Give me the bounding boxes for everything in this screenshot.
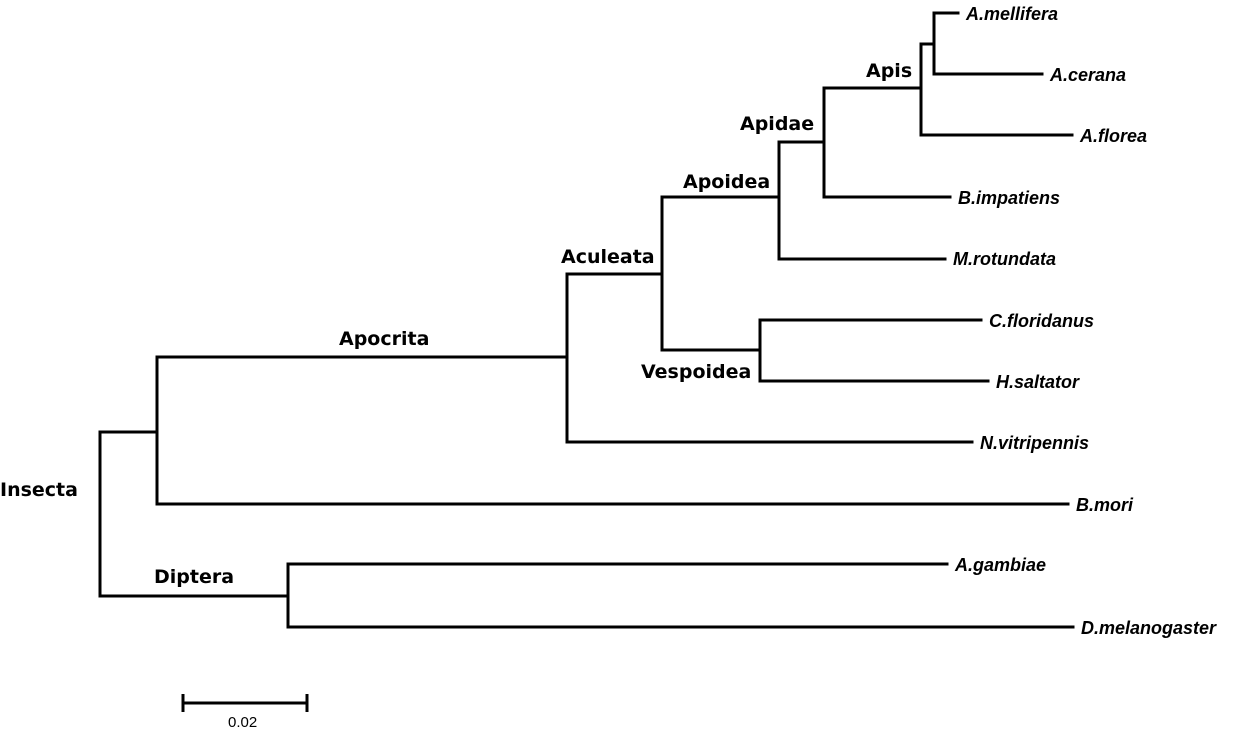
- branch-node-hymenoptera-lepidoptera: [155, 355, 1070, 506]
- branch-mellifera-cerana: [932, 11, 1044, 76]
- taxon-c-floridanus: C.floridanus: [989, 311, 1094, 331]
- scale-bar-label: 0.02: [228, 714, 257, 731]
- scale-bar: 0.02: [181, 694, 309, 731]
- branch-apocrita: [565, 272, 974, 444]
- taxon-d-melanogaster: D.melanogaster: [1081, 618, 1217, 638]
- branch-apoidea: [777, 140, 947, 261]
- taxon-m-rotundata: M.rotundata: [953, 249, 1056, 269]
- branch-apis: [919, 42, 1074, 137]
- clade-diptera: Diptera: [154, 566, 234, 588]
- clade-aculeata: Aculeata: [561, 246, 655, 268]
- clade-apidae: Apidae: [740, 113, 814, 135]
- clade-apocrita: Apocrita: [339, 328, 429, 350]
- branch-diptera: [286, 562, 1075, 629]
- taxon-a-cerana: A.cerana: [1049, 65, 1126, 85]
- taxon-a-gambiae: A.gambiae: [954, 555, 1046, 575]
- branch-aculeata: [660, 195, 781, 352]
- taxon-b-impatiens: B.impatiens: [958, 188, 1060, 208]
- clade-vespoidea: Vespoidea: [641, 361, 751, 383]
- taxon-a-florea: A.florea: [1079, 126, 1147, 146]
- clade-insecta: Insecta: [0, 479, 78, 501]
- taxon-a-mellifera: A.mellifera: [965, 4, 1058, 24]
- taxon-b-mori: B.mori: [1076, 495, 1134, 515]
- clade-apoidea: Apoidea: [683, 171, 770, 193]
- clade-apis: Apis: [866, 60, 912, 82]
- branch-vespoidea: [758, 318, 990, 383]
- taxon-h-saltator: H.saltator: [996, 372, 1080, 392]
- branch-insecta: [98, 430, 290, 598]
- branch-apidae: [822, 86, 952, 199]
- taxon-n-vitripennis: N.vitripennis: [980, 433, 1089, 453]
